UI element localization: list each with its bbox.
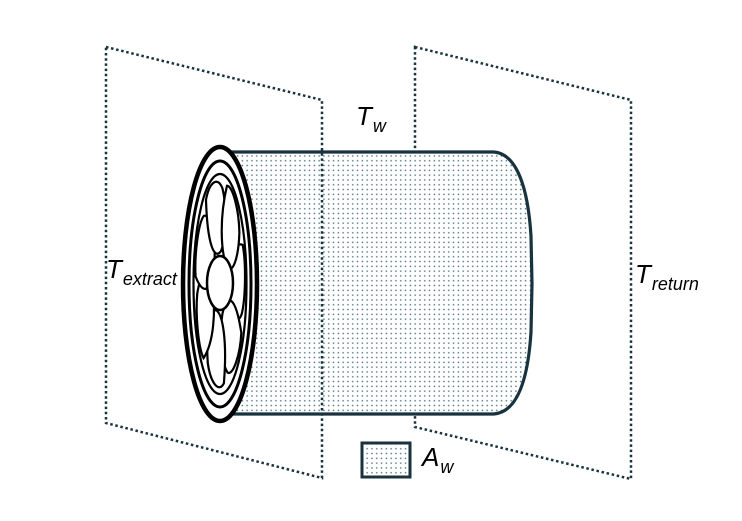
area-subscript: w (440, 457, 454, 477)
fan-rim-middle (187, 159, 253, 409)
area-legend-swatch (360, 441, 412, 479)
area-label: Aw (422, 442, 453, 476)
area-symbol: A (422, 442, 440, 472)
fan-duct-body (218, 150, 534, 416)
t-extract-symbol: T (106, 254, 122, 284)
t-wall-symbol: T (356, 101, 372, 131)
fan-blades (193, 173, 245, 392)
t-return-label: Treturn (635, 259, 699, 293)
t-extract-subscript: extract (122, 269, 177, 289)
t-wall-label: Tw (356, 101, 386, 135)
fan-front (180, 144, 260, 424)
t-extract-label: Textract (106, 254, 177, 288)
t-wall-subscript: w (372, 116, 386, 136)
extract-plane-outline (104, 45, 324, 480)
fan-blade (217, 178, 242, 283)
t-return-subscript: return (651, 274, 699, 294)
fan-rim-inner (192, 172, 248, 396)
fan-hub (205, 254, 235, 312)
t-return-symbol: T (635, 259, 651, 289)
